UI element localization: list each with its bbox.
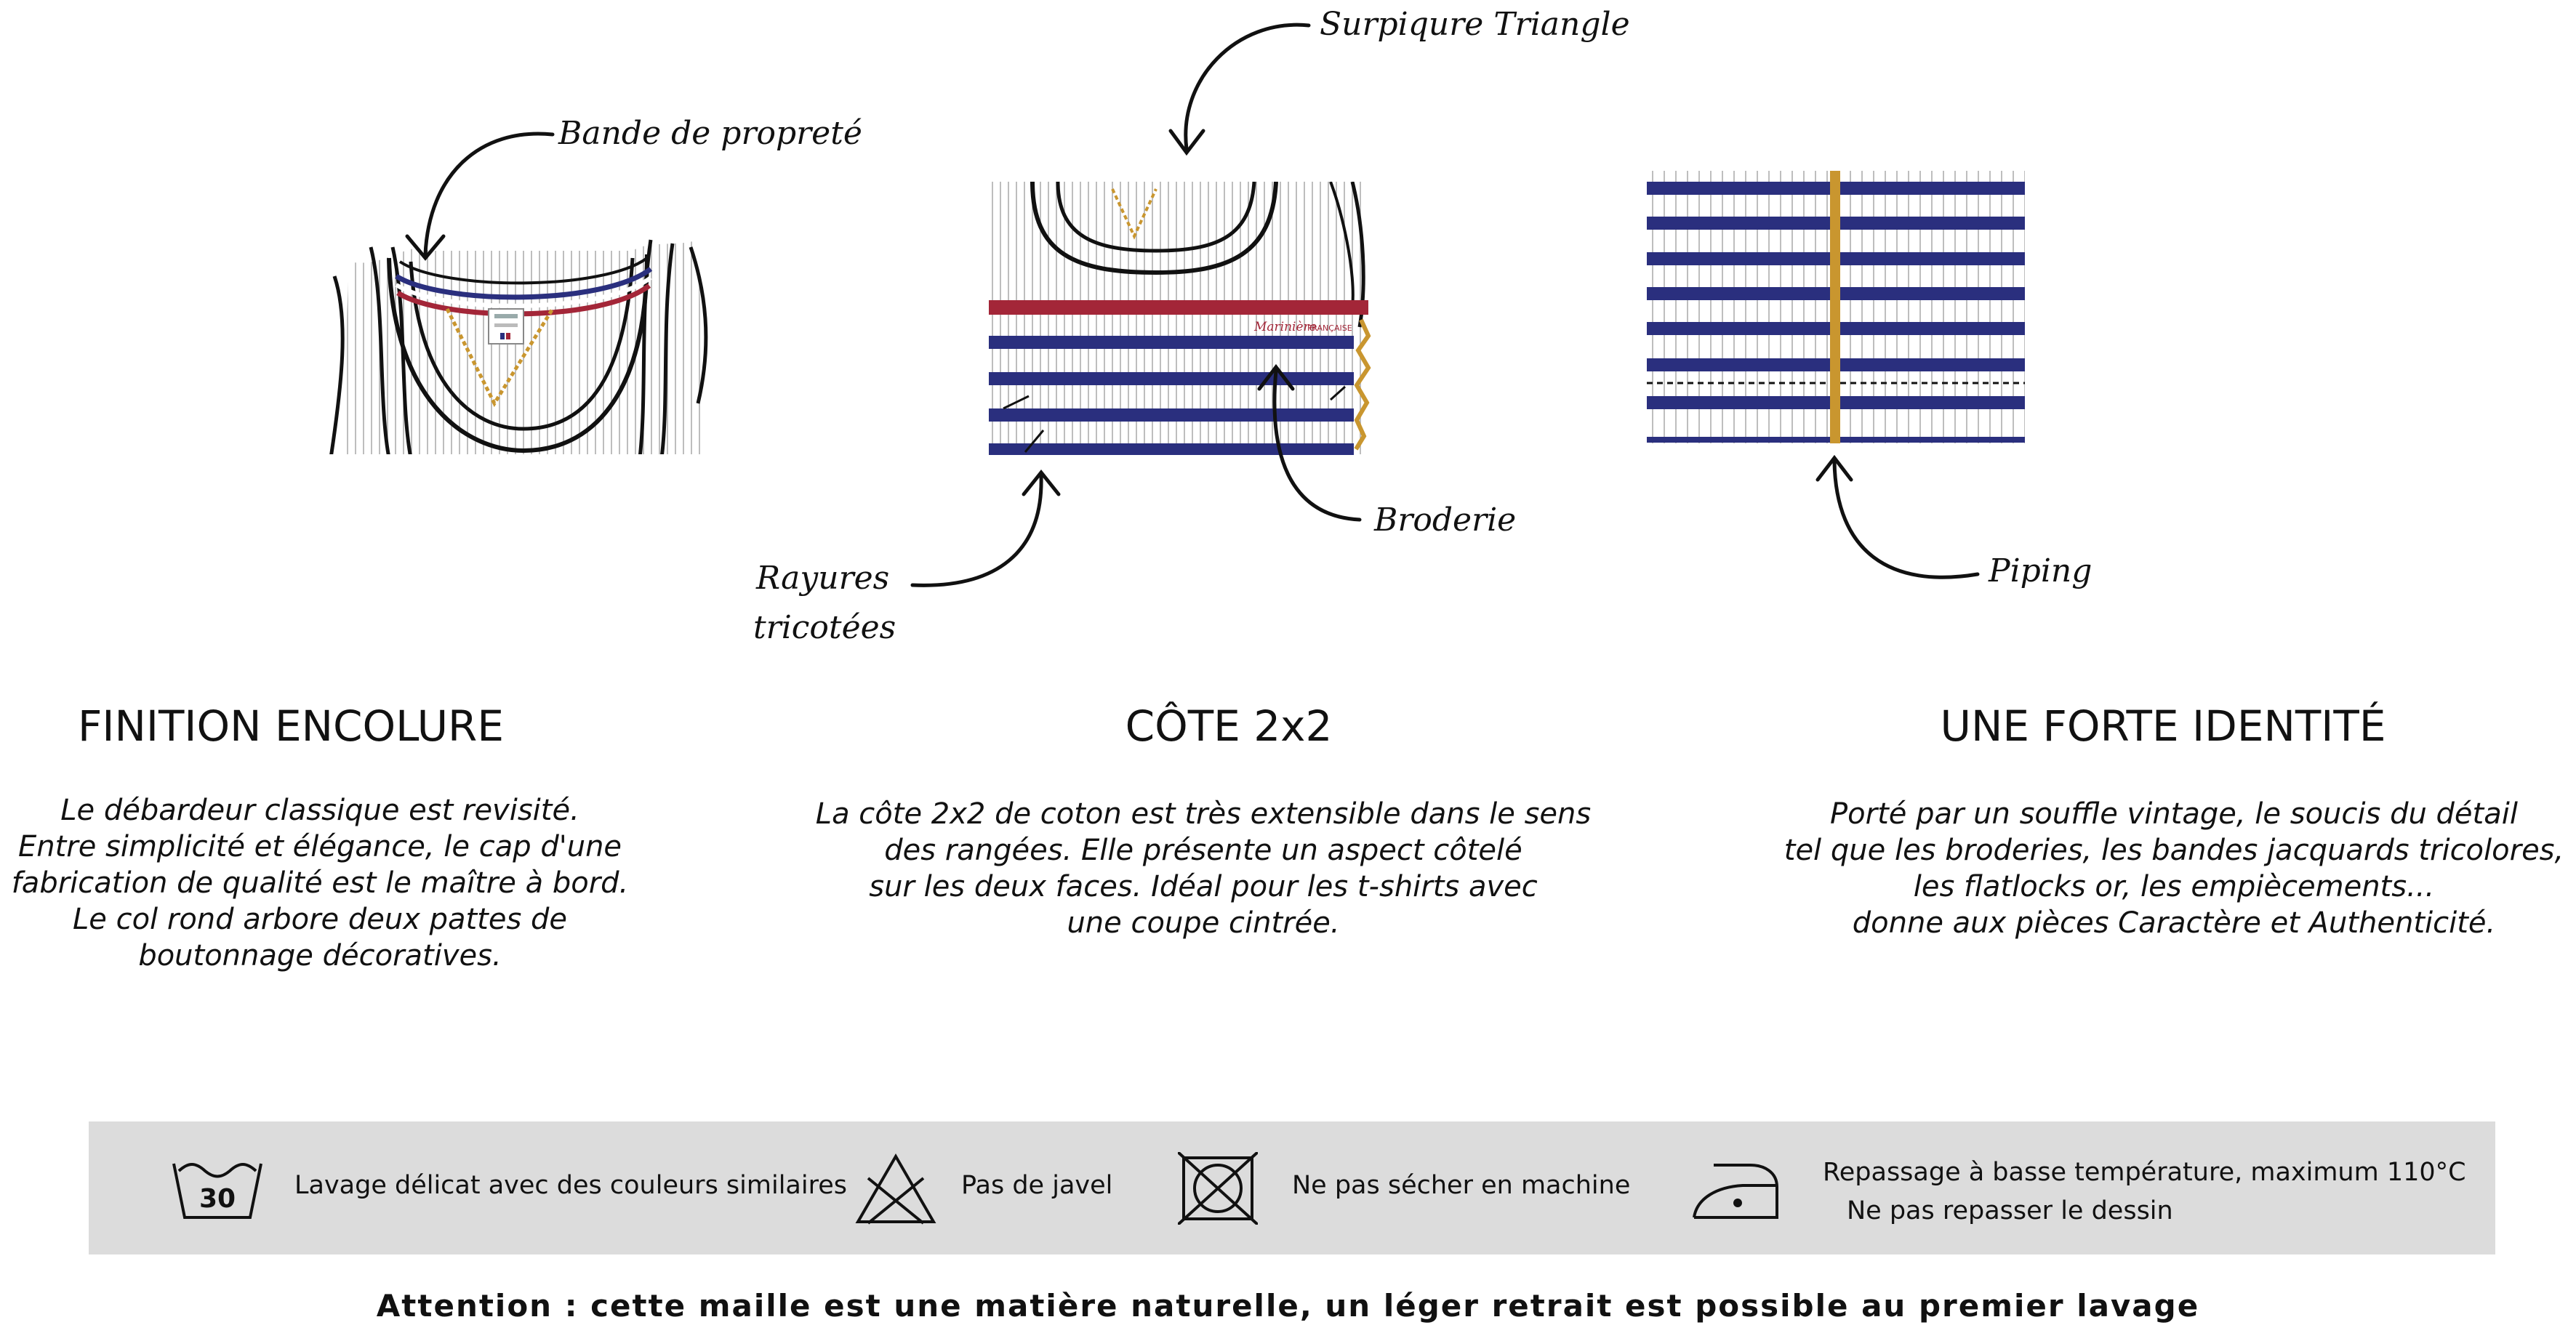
wash-30-icon: 30 <box>170 1158 265 1223</box>
desc-line: des rangées. Elle présente un aspect côt… <box>884 834 1522 867</box>
care-bleach-text: Pas de javel <box>961 1171 1113 1200</box>
care-wash-text: Lavage délicat avec des couleurs similai… <box>294 1171 847 1200</box>
section-desc-encolure: Le débardeur classique est revisité. Ent… <box>0 792 640 974</box>
care-iron-text-1: Repassage à basse température, maximum 1… <box>1823 1158 2466 1187</box>
desc-line: les flatlocks or, les empiècements... <box>1913 870 2435 903</box>
neckline-illustration <box>320 218 727 458</box>
care-instructions-band: 30 Lavage délicat avec des couleurs simi… <box>89 1121 2495 1254</box>
desc-line: donne aux pièces Caractère et Authentici… <box>1852 906 2496 940</box>
care-iron-text-2: Ne pas repasser le dessin <box>1847 1196 2173 1225</box>
iron-low-icon <box>1688 1158 1783 1223</box>
shrinkage-warning: Attention : cette maille est une matière… <box>376 1288 2200 1324</box>
callout-arrows <box>405 23 1980 587</box>
callout-surpiqure: Surpiqure Triangle <box>1320 6 1630 43</box>
desc-line: boutonnage décoratives. <box>138 939 502 972</box>
callout-broderie: Broderie <box>1374 502 1517 539</box>
embroidery-brand: Marinière <box>1253 320 1317 334</box>
desc-line: La côte 2x2 de coton est très extensible… <box>815 797 1592 831</box>
callout-rayures-2: tricotées <box>753 609 896 646</box>
embroidery-word: FRANÇAISE <box>1307 323 1352 333</box>
desc-line: Le débardeur classique est revisité. <box>60 794 579 827</box>
section-desc-identite: Porté par un souffle vintage, le soucis … <box>1774 796 2574 941</box>
desc-line: une coupe cintrée. <box>1067 906 1340 940</box>
care-dryer-text: Ne pas sécher en machine <box>1292 1171 1631 1200</box>
desc-line: fabrication de qualité est le maître à b… <box>11 866 629 900</box>
desc-line: sur les deux faces. Idéal pour les t-shi… <box>869 870 1538 903</box>
desc-line: Porté par un souffle vintage, le soucis … <box>1830 797 2518 831</box>
callout-bande: Bande de propreté <box>558 115 862 152</box>
wash-temp: 30 <box>199 1184 236 1214</box>
callout-rayures-1: Rayures <box>756 560 890 597</box>
no-bleach-icon <box>852 1151 939 1227</box>
section-title-cote: CÔTE 2x2 <box>1125 701 1333 751</box>
identity-illustration <box>1647 171 2032 447</box>
desc-line: tel que les broderies, les bandes jacqua… <box>1783 834 2564 867</box>
section-desc-cote: La côte 2x2 de coton est très extensible… <box>793 796 1614 941</box>
rib-illustration: Marinière FRANÇAISE <box>989 182 1374 458</box>
desc-line: Entre simplicité et élégance, le cap d'u… <box>17 830 622 863</box>
section-title-identite: UNE FORTE IDENTITÉ <box>1940 701 2386 751</box>
callout-piping: Piping <box>1989 552 2093 589</box>
section-title-encolure: FINITION ENCOLURE <box>78 701 504 751</box>
no-tumble-dry-icon <box>1178 1152 1258 1225</box>
desc-line: Le col rond arbore deux pattes de <box>72 903 568 936</box>
